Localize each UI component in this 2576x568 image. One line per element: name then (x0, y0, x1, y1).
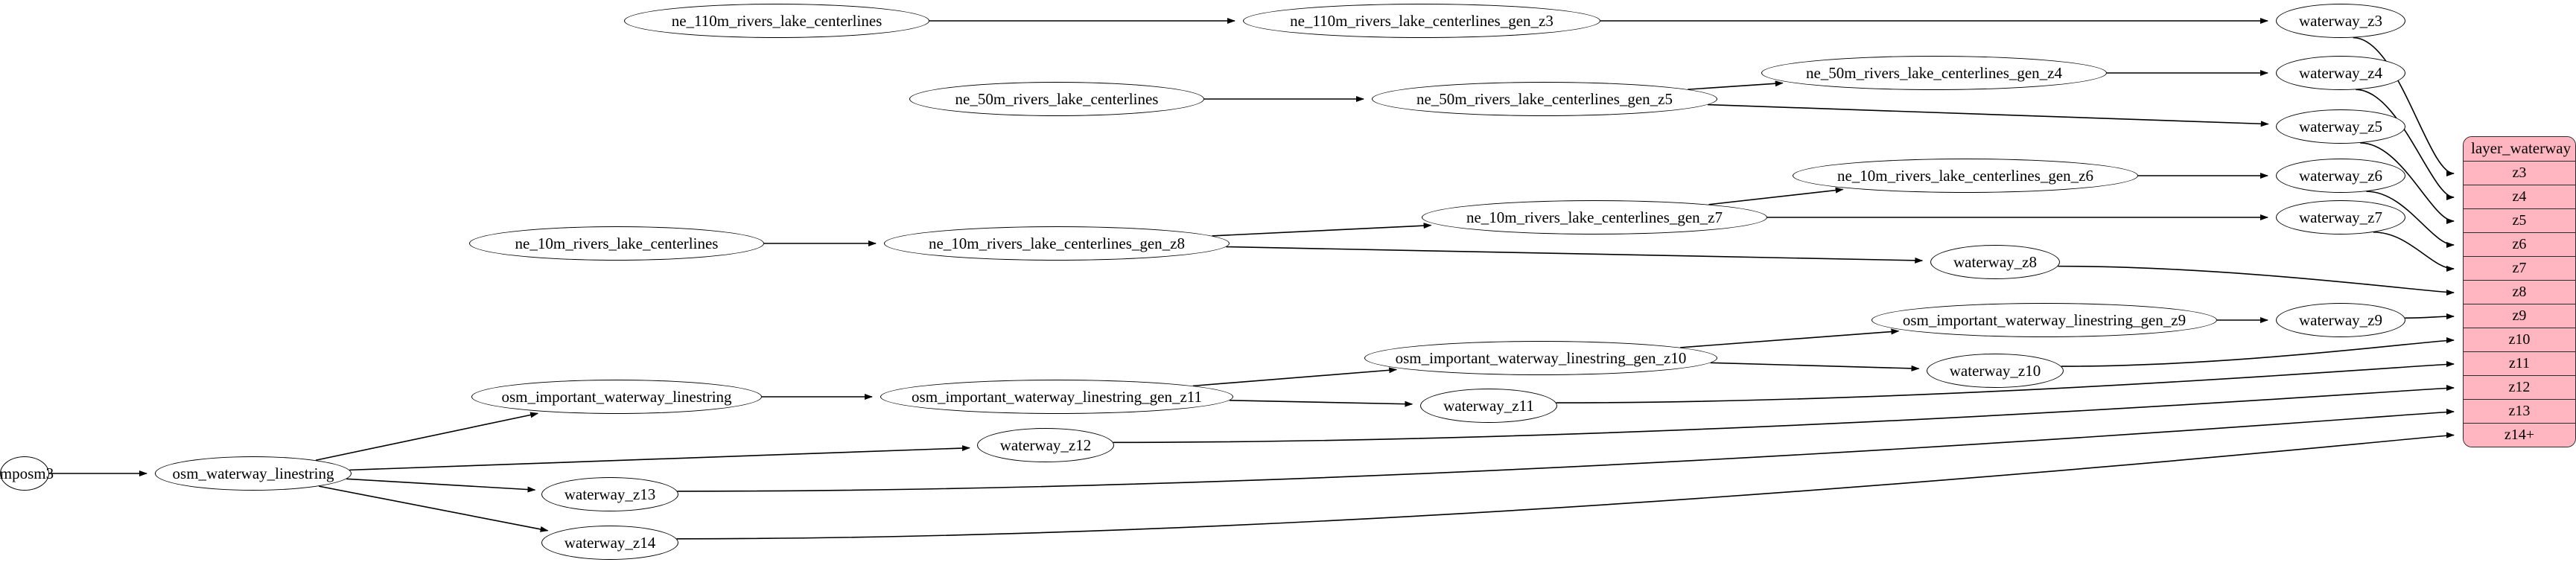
edge-paths (49, 18, 2455, 540)
graph-node-label: waterway_z10 (1949, 361, 2041, 380)
edge-ne_10m_rivers_lake_centerlines_gen_z7-to-ne_10m_rivers_lake_centerlines_gen_z6 (1708, 187, 1844, 205)
graph-node-ne_50m_rivers_lake_centerlines_gen_z4[interactable]: ne_50m_rivers_lake_centerlines_gen_z4 (1761, 56, 2107, 90)
graph-node-label: osm_important_waterway_linestring_gen_z1… (1395, 348, 1687, 367)
graph-node-osm_important_waterway_linestring_gen_z9[interactable]: osm_important_waterway_linestring_gen_z9 (1871, 303, 2217, 337)
graph-node-waterway_z13[interactable]: waterway_z13 (541, 477, 678, 511)
edge-osm_important_waterway_linestring_gen_z10-to-waterway_z10 (1710, 362, 1920, 371)
edge-waterway_z4-to-layer_waterway (2356, 89, 2455, 200)
graph-node-label: waterway_z7 (2299, 208, 2382, 226)
graph-node-label: waterway_z3 (2299, 11, 2382, 30)
graph-node-waterway_z4[interactable]: waterway_z4 (2276, 56, 2405, 90)
layer-table-row-z11[interactable]: z11 (2464, 352, 2575, 376)
edge-waterway_z11-to-layer_waterway (1556, 361, 2455, 403)
graph-node-label: waterway_z4 (2299, 63, 2382, 82)
layer-table-row-z7[interactable]: z7 (2464, 257, 2575, 281)
layer-table-row-z12[interactable]: z12 (2464, 376, 2575, 400)
layer-table-row-z6[interactable]: z6 (2464, 233, 2575, 257)
edge-waterway_z5-to-layer_waterway (2360, 142, 2455, 224)
edge-osm_waterway_linestring-to-waterway_z12 (349, 445, 970, 471)
graph-node-ne_10m_rivers_lake_centerlines_gen_z7[interactable]: ne_10m_rivers_lake_centerlines_gen_z7 (1422, 200, 1767, 234)
graph-node-label: ne_10m_rivers_lake_centerlines_gen_z6 (1836, 166, 2094, 185)
graph-node-ne_10m_rivers_lake_centerlines_gen_z8[interactable]: ne_10m_rivers_lake_centerlines_gen_z8 (884, 226, 1230, 261)
graph-node-ne_110m_rivers_lake_centerlines_gen_z3[interactable]: ne_110m_rivers_lake_centerlines_gen_z3 (1243, 4, 1600, 38)
graph-node-label: waterway_z11 (1443, 396, 1534, 415)
edge-ne_10m_rivers_lake_centerlines_gen_z8-to-ne_10m_rivers_lake_centerlines_gen_z7 (1212, 223, 1432, 237)
graph-node-label: waterway_z9 (2299, 310, 2382, 329)
edge-waterway_z6-to-layer_waterway (2366, 191, 2455, 248)
graph-node-waterway_z5[interactable]: waterway_z5 (2276, 109, 2405, 144)
graph-node-label: ne_10m_rivers_lake_centerlines_gen_z7 (1466, 208, 1723, 226)
graph-node-waterway_z12[interactable]: waterway_z12 (977, 428, 1114, 462)
graph-node-label: ne_10m_rivers_lake_centerlines (515, 234, 719, 252)
graph-node-imposm3[interactable]: imposm3 (0, 456, 54, 491)
edge-osm_important_waterway_linestring_gen_z10-to-osm_important_waterway_linestring_gen_z9 (1680, 328, 1900, 348)
graph-node-ne_50m_rivers_lake_centerlines_gen_z5[interactable]: ne_50m_rivers_lake_centerlines_gen_z5 (1372, 82, 1717, 116)
edge-waterway_z8-to-layer_waterway (2058, 265, 2455, 296)
graph-node-waterway_z3[interactable]: waterway_z3 (2276, 4, 2405, 38)
graph-node-label: waterway_z13 (564, 485, 656, 503)
graph-node-label: waterway_z8 (1953, 252, 2037, 271)
graph-node-label: ne_10m_rivers_lake_centerlines_gen_z8 (928, 234, 1186, 252)
edge-osm_waterway_linestring-to-waterway_z13 (346, 478, 536, 493)
edge-osm_important_waterway_linestring_gen_z11-to-waterway_z11 (1229, 399, 1413, 407)
graph-node-waterway_z9[interactable]: waterway_z9 (2276, 303, 2405, 337)
layer-table-row-z8[interactable]: z8 (2464, 281, 2575, 304)
graph-node-label: osm_important_waterway_linestring_gen_z9 (1902, 310, 2187, 329)
graph-node-label: ne_50m_rivers_lake_centerlines_gen_z5 (1416, 89, 1673, 108)
edge-waterway_z10-to-layer_waterway (2061, 337, 2455, 367)
graph-node-label: waterway_z14 (564, 533, 656, 552)
graph-node-osm_important_waterway_linestring_gen_z10[interactable]: osm_important_waterway_linestring_gen_z1… (1364, 341, 1717, 375)
graph-node-label: osm_waterway_linestring (172, 464, 334, 482)
graph-node-label: waterway_z12 (999, 435, 1092, 454)
layer-table-row-z10[interactable]: z10 (2464, 328, 2575, 352)
graph-node-label: ne_110m_rivers_lake_centerlines_gen_z3 (1290, 11, 1553, 30)
graph-node-osm_important_waterway_linestring[interactable]: osm_important_waterway_linestring (471, 380, 762, 414)
edge-osm_waterway_linestring-to-osm_important_waterway_linestring (315, 412, 539, 462)
graph-node-label: waterway_z5 (2299, 117, 2382, 135)
layer-table-header: layer_waterway (2464, 137, 2575, 162)
edge-ne_50m_rivers_lake_centerlines_gen_z5-to-ne_50m_rivers_lake_centerlines_gen_z4 (1688, 80, 1784, 90)
graph-node-waterway_z7[interactable]: waterway_z7 (2276, 200, 2405, 234)
graph-node-label: ne_50m_rivers_lake_centerlines (955, 89, 1159, 108)
edge-waterway_z7-to-layer_waterway (2373, 232, 2455, 272)
edge-waterway_z12-to-layer_waterway (1113, 385, 2455, 444)
layer-table-row-z5[interactable]: z5 (2464, 209, 2575, 233)
layer-table-row-z13[interactable]: z13 (2464, 400, 2575, 424)
edge-osm_important_waterway_linestring_gen_z11-to-osm_important_waterway_linestring_gen_z10 (1192, 367, 1398, 387)
graph-node-label: osm_important_waterway_linestring (501, 387, 732, 406)
layer-table-row-z3[interactable]: z3 (2464, 162, 2575, 185)
graph-node-waterway_z10[interactable]: waterway_z10 (1927, 354, 2064, 388)
edge-osm_waterway_linestring-to-waterway_z14 (319, 485, 549, 532)
graph-node-waterway_z14[interactable]: waterway_z14 (541, 526, 678, 560)
layer-table-row-z4[interactable]: z4 (2464, 185, 2575, 209)
graph-node-label: ne_110m_rivers_lake_centerlines (671, 11, 882, 30)
graph-node-osm_waterway_linestring[interactable]: osm_waterway_linestring (155, 456, 352, 491)
edge-waterway_z9-to-layer_waterway (2405, 313, 2455, 320)
graph-node-waterway_z6[interactable]: waterway_z6 (2276, 159, 2405, 193)
graph-node-ne_10m_rivers_lake_centerlines_gen_z6[interactable]: ne_10m_rivers_lake_centerlines_gen_z6 (1793, 159, 2138, 193)
graph-node-label: waterway_z6 (2299, 166, 2382, 185)
graph-node-ne_10m_rivers_lake_centerlines[interactable]: ne_10m_rivers_lake_centerlines (469, 226, 764, 261)
graph-node-ne_110m_rivers_lake_centerlines[interactable]: ne_110m_rivers_lake_centerlines (624, 4, 929, 38)
graph-node-label: imposm3 (0, 464, 54, 482)
graph-node-label: osm_important_waterway_linestring_gen_z1… (912, 387, 1202, 406)
edge-ne_10m_rivers_lake_centerlines_gen_z8-to-waterway_z8 (1226, 246, 1924, 264)
graph-node-waterway_z8[interactable]: waterway_z8 (1930, 245, 2060, 279)
layer-table-row-z14+[interactable]: z14+ (2464, 424, 2575, 447)
graph-node-osm_important_waterway_linestring_gen_z11[interactable]: osm_important_waterway_linestring_gen_z1… (880, 380, 1233, 414)
edge-ne_50m_rivers_lake_centerlines_gen_z5-to-waterway_z5 (1708, 103, 2269, 127)
graph-node-ne_50m_rivers_lake_centerlines[interactable]: ne_50m_rivers_lake_centerlines (909, 82, 1204, 116)
edge-waterway_z3-to-layer_waterway (2353, 36, 2455, 176)
graph-node-label: ne_50m_rivers_lake_centerlines_gen_z4 (1805, 63, 2063, 82)
edge-waterway_z14-to-layer_waterway (676, 432, 2455, 540)
graph-node-waterway_z11[interactable]: waterway_z11 (1420, 389, 1557, 423)
layer-table-row-z9[interactable]: z9 (2464, 304, 2575, 328)
edge-waterway_z13-to-layer_waterway (677, 409, 2455, 492)
